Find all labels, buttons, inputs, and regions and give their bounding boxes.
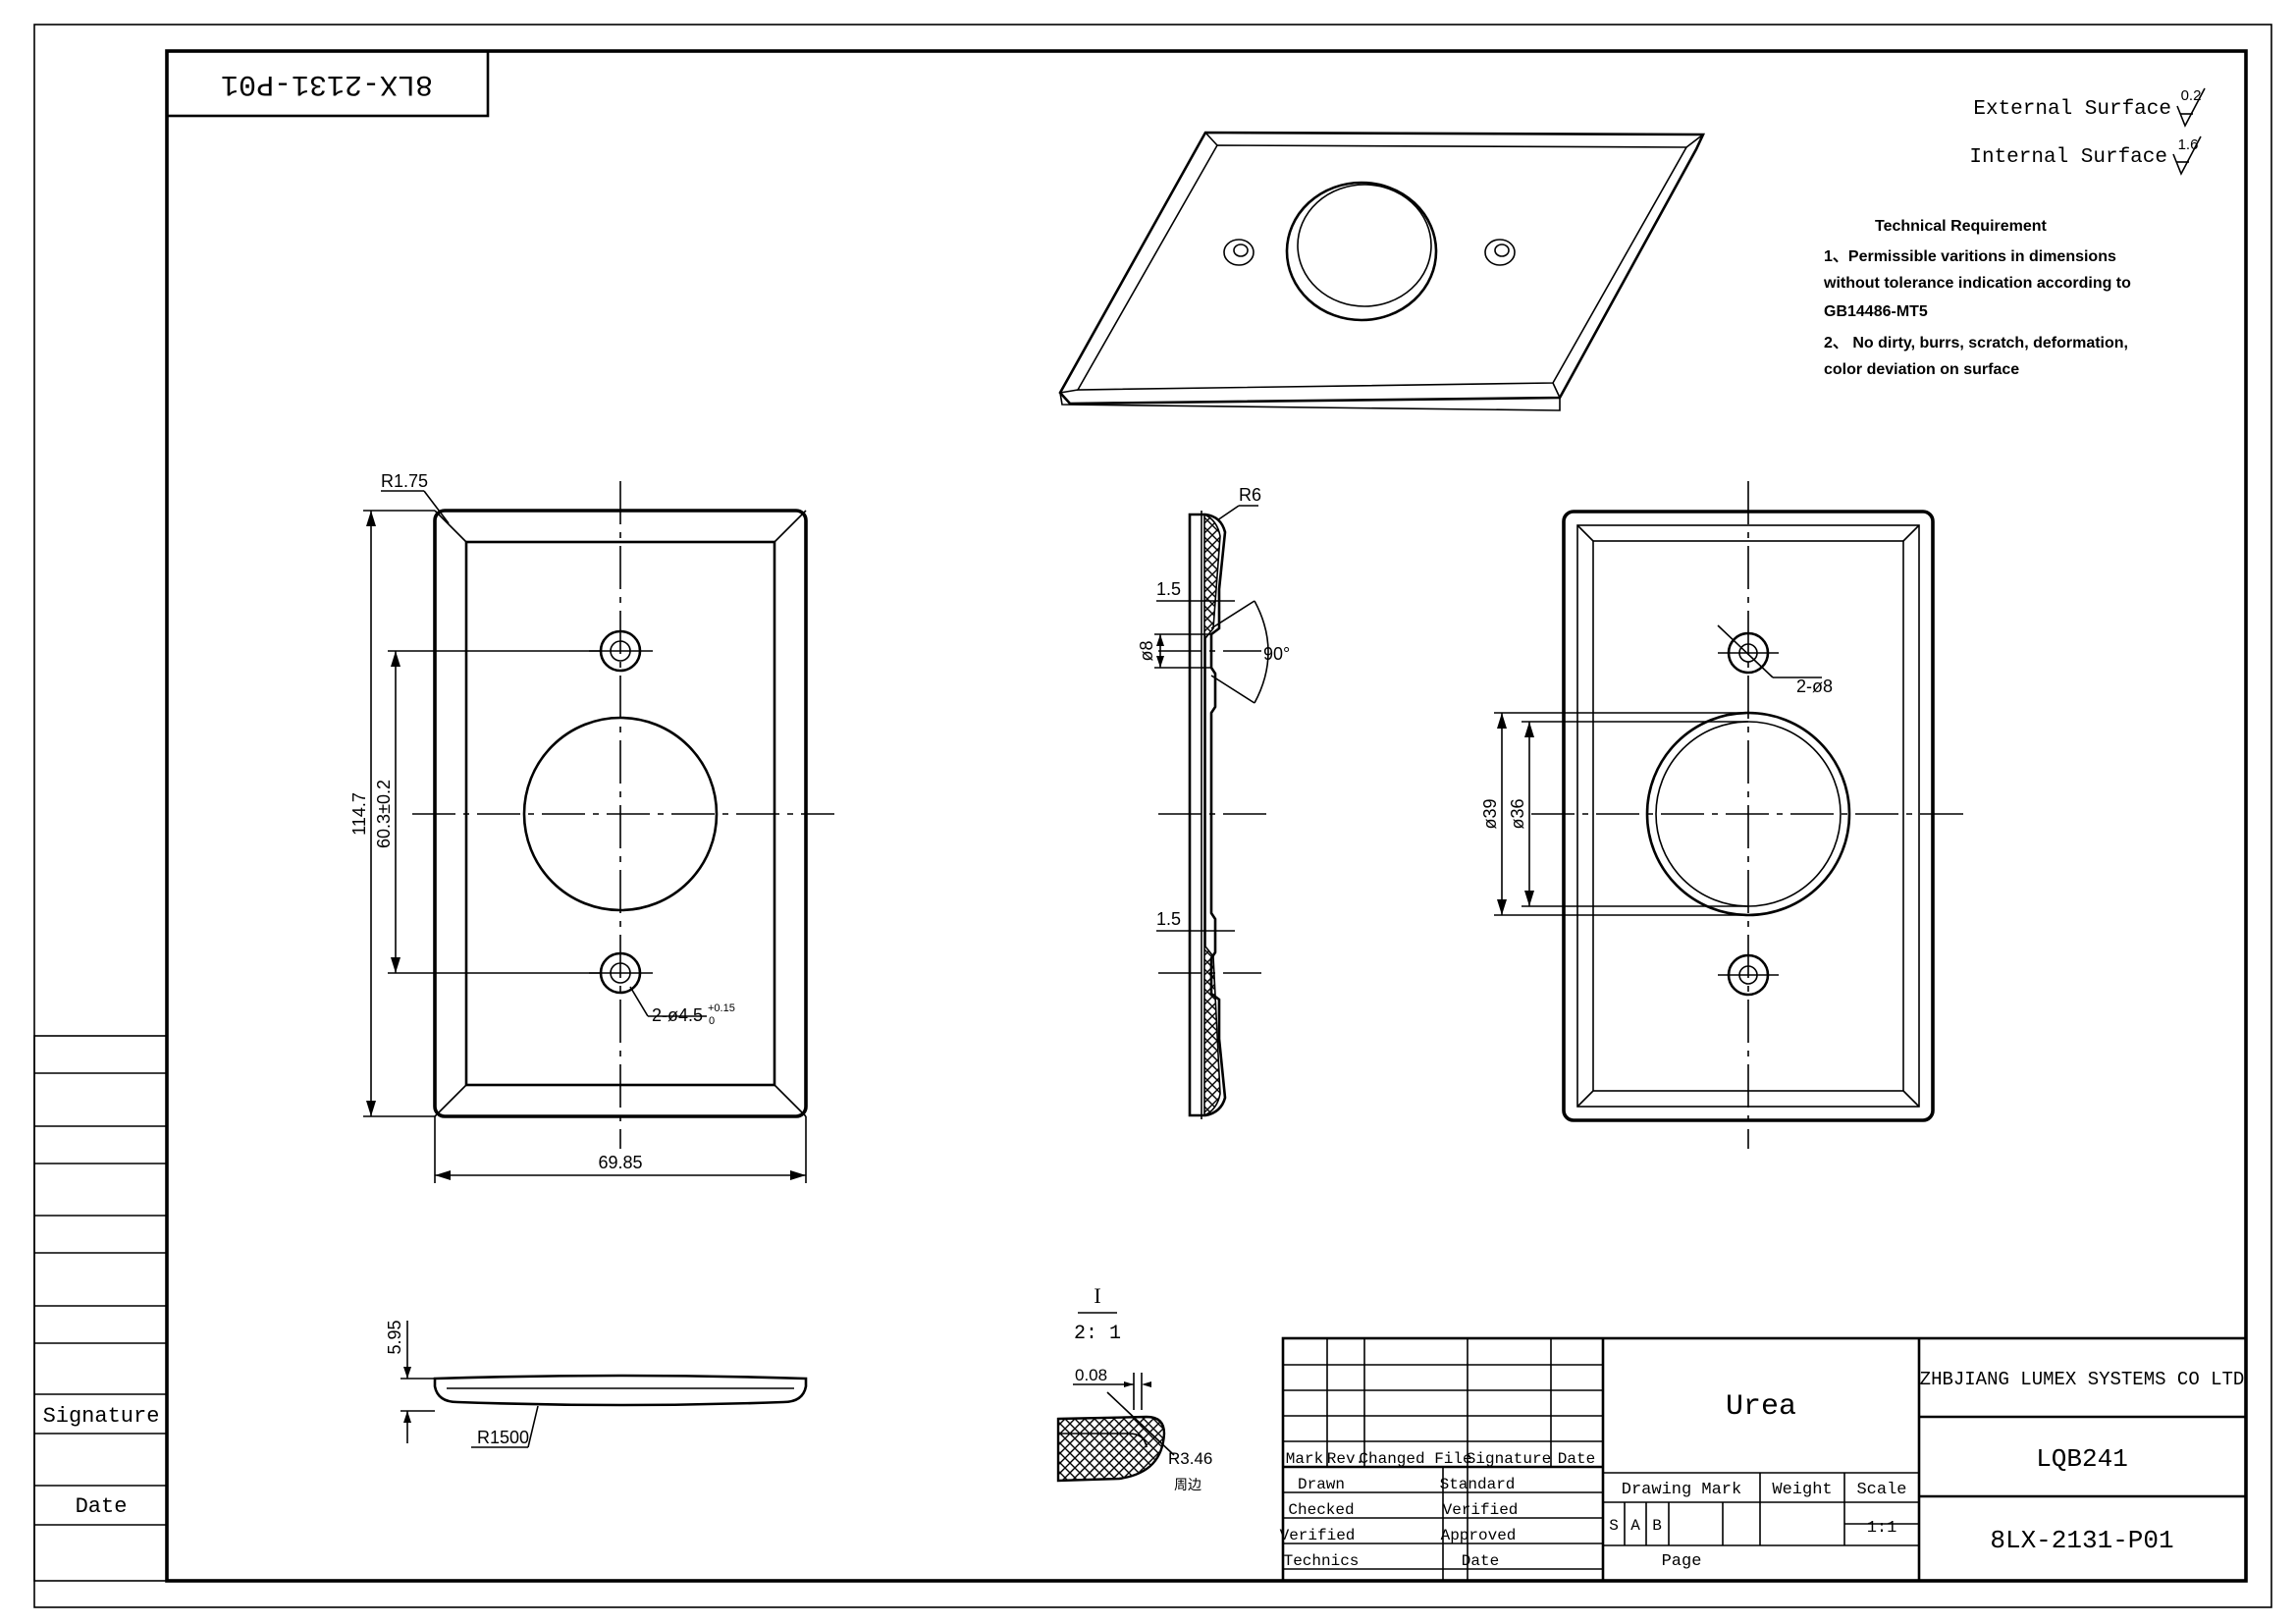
part-name: LQB241 xyxy=(2036,1444,2128,1474)
hole-spacing-dim: 60.3±0.2 xyxy=(374,780,394,848)
checked-label: Checked xyxy=(1288,1501,1354,1519)
date-label: Date xyxy=(76,1494,128,1519)
plate-depth-dim: 5.95 xyxy=(385,1320,404,1354)
wall-thickness-dim-upper: 1.5 xyxy=(1156,579,1181,599)
section-radius-dim: R6 xyxy=(1239,485,1261,505)
external-surface-value: 0.2 xyxy=(2181,87,2202,104)
side-signature-table: Signature Date xyxy=(33,1035,168,1582)
drawn-label: Drawn xyxy=(1298,1476,1345,1493)
verified-label-left: Verified xyxy=(1280,1527,1356,1544)
countersink-dim: ø8 xyxy=(1137,640,1156,661)
date-label-tb: Date xyxy=(1462,1552,1499,1570)
signature-label: Signature xyxy=(43,1404,160,1429)
hdr-date: Date xyxy=(1558,1450,1595,1468)
roughness-symbol xyxy=(2172,135,2202,176)
tech-line: 1、Permissible varitions in dimensions xyxy=(1824,248,2116,265)
tech-line: 2、 No dirty, burrs, scratch, deformation… xyxy=(1824,335,2128,352)
material-name: Urea xyxy=(1726,1390,1796,1424)
mark-a: A xyxy=(1630,1517,1640,1535)
inner-diameter-dim: ø36 xyxy=(1508,798,1527,829)
technical-requirements: Technical Requirement 1、Permissible vari… xyxy=(1823,218,2131,378)
weight-label: Weight xyxy=(1772,1481,1832,1499)
page-label: Page xyxy=(1662,1552,1702,1571)
internal-surface-value: 1.6 xyxy=(2178,136,2199,153)
overall-height-dim: 114.7 xyxy=(349,792,369,836)
roughness-symbol xyxy=(2176,87,2206,128)
detail-edge-note: 周边 xyxy=(1174,1477,1201,1492)
detail-view-i: I 2: 1 0.08 R3.46 周边 xyxy=(1056,1283,1212,1492)
detail-id: I xyxy=(1094,1283,1100,1308)
drawing-number: 8LX-2131-P01 xyxy=(1990,1526,2173,1555)
detail-radius-dim: R3.46 xyxy=(1168,1449,1212,1468)
tech-title: Technical Requirement xyxy=(1875,218,2048,235)
drawing-frame xyxy=(33,24,2272,1608)
hdr-mark: Mark xyxy=(1286,1450,1323,1468)
hdr-rev: Rev. xyxy=(1327,1450,1364,1468)
section-view: R6 1.5 1.5 ø8 90° xyxy=(1137,485,1290,1119)
mirrored-title-box: 8LX-2131-P01 xyxy=(165,49,490,118)
approved-label: Approved xyxy=(1441,1527,1517,1544)
tech-line: color deviation on surface xyxy=(1824,361,2019,378)
hole-tol-upper: +0.15 xyxy=(708,1002,735,1014)
mounting-hole-dim: 2-ø4.5 xyxy=(652,1005,703,1025)
drawing-mark-label: Drawing Mark xyxy=(1622,1481,1741,1499)
tech-line: without tolerance indication according t… xyxy=(1823,275,2131,292)
isometric-view xyxy=(1058,131,1706,411)
countersink-angle-dim: 90° xyxy=(1263,644,1290,664)
tech-line: GB14486-MT5 xyxy=(1824,303,1928,320)
mirrored-drawing-number: 8LX-2131-P01 xyxy=(221,67,433,100)
overall-width-dim: 69.85 xyxy=(598,1153,642,1172)
company-name: ZHBJIANG LUMEX SYSTEMS CO LTD xyxy=(1920,1369,2245,1390)
hdr-changed-file: Changed File xyxy=(1359,1450,1471,1468)
front-view: 114.7 60.3±0.2 69.85 R1.75 2-ø4.5 +0.15 … xyxy=(349,471,834,1183)
mark-b: B xyxy=(1652,1517,1662,1535)
scale-label: Scale xyxy=(1856,1481,1906,1499)
bottom-edge-view: 5.95 R1500 xyxy=(385,1320,808,1448)
verified-label-right: Verified xyxy=(1443,1501,1519,1519)
technics-label: Technics xyxy=(1284,1552,1360,1570)
external-surface-label: External Surface xyxy=(1973,98,2171,121)
counterbore-dim: 2-ø8 xyxy=(1796,677,1833,696)
outer-diameter-dim: ø39 xyxy=(1480,798,1500,829)
internal-surface-label: Internal Surface xyxy=(1969,146,2167,169)
detail-thickness-dim: 0.08 xyxy=(1075,1366,1107,1384)
title-block: Mark Rev. Changed File Signature Date Dr… xyxy=(1280,1336,2248,1583)
face-radius-dim: R1500 xyxy=(477,1428,529,1447)
scale-value: 1:1 xyxy=(1867,1519,1897,1538)
mark-s: S xyxy=(1609,1517,1619,1535)
rear-view: 2-ø8 ø39 ø36 xyxy=(1480,481,1963,1149)
wall-thickness-dim-lower: 1.5 xyxy=(1156,909,1181,929)
surface-roughness-notes: External Surface 0.2 Internal Surface 1.… xyxy=(1969,87,2206,176)
hole-tol-lower: 0 xyxy=(709,1015,715,1027)
corner-radius-dim: R1.75 xyxy=(381,471,428,491)
detail-scale: 2: 1 xyxy=(1074,1323,1121,1345)
standard-label: Standard xyxy=(1440,1476,1516,1493)
hdr-signature: Signature xyxy=(1467,1450,1551,1468)
